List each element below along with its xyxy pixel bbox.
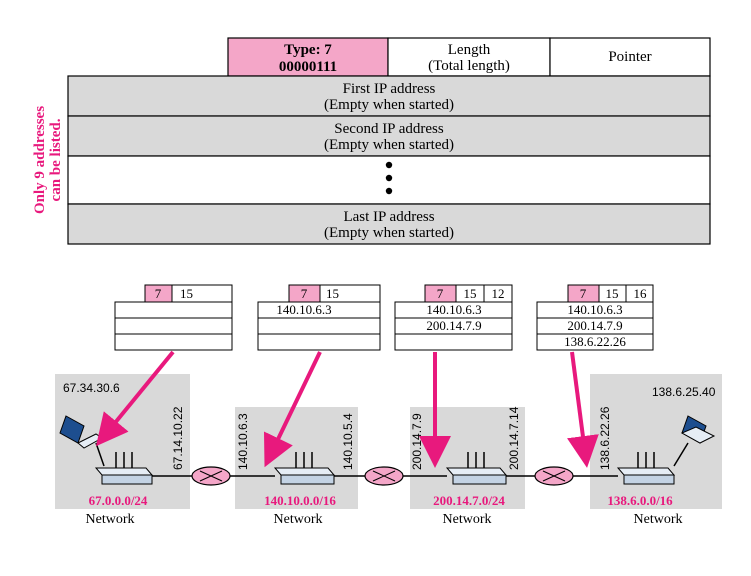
snapshot-type: 7	[580, 286, 587, 301]
switch-icon	[445, 452, 508, 485]
interface-address: 200.14.7.14	[507, 406, 521, 470]
interface-address: 140.10.5.4	[341, 413, 355, 470]
snapshot-length: 15	[180, 286, 193, 301]
type-field-label: Type: 7	[284, 42, 332, 58]
side-note: can be listed.	[48, 118, 64, 201]
option-snapshot: 7 15	[114, 284, 233, 351]
type-field-code: 00000111	[279, 59, 337, 75]
snapshot-length: 15	[464, 286, 477, 301]
snapshot-length: 15	[606, 286, 619, 301]
address-slot-title: Second IP address	[334, 121, 444, 137]
arrow-icon	[567, 351, 599, 468]
snapshot-length: 15	[326, 286, 339, 301]
network-prefix: 200.14.7.0/24	[433, 493, 505, 508]
snapshot-pointer: 16	[634, 286, 648, 301]
snapshot-entry: 200.14.7.9	[426, 318, 481, 333]
network-label: Network	[86, 512, 135, 527]
option-format: Type: 7 00000111 Length (Total length) P…	[32, 37, 711, 245]
network-prefix: 140.10.0.0/16	[264, 493, 336, 508]
network-label: Network	[634, 512, 683, 527]
snapshot-pointer: 12	[492, 286, 505, 301]
side-note: Only 9 addresses	[32, 106, 48, 214]
switch-icon	[273, 452, 336, 485]
network-prefix: 67.0.0.0/24	[89, 493, 148, 508]
address-slot-last	[67, 203, 711, 245]
option-snapshot: 7 15 140.10.6.3	[257, 284, 381, 351]
interface-address: 140.10.6.3	[236, 413, 250, 470]
snapshot-entry: 140.10.6.3	[567, 302, 622, 317]
length-field-label: Length	[448, 42, 491, 58]
router-icon	[191, 466, 231, 486]
snapshot-type: 7	[155, 286, 162, 301]
interface-address: 138.6.22.26	[598, 406, 612, 470]
snapshot-entry: 140.10.6.3	[276, 302, 331, 317]
option-snapshot: 7 15 16 140.10.6.3 200.14.7.9 138.6.22.2…	[536, 284, 654, 351]
pointer-field-label: Pointer	[608, 49, 651, 65]
length-field-sub: (Total length)	[428, 58, 510, 74]
address-slot-first	[67, 75, 711, 117]
ellipsis-dot	[385, 174, 393, 182]
pointer-field	[549, 37, 711, 77]
network-label: Network	[443, 512, 492, 527]
arrow-icon	[263, 351, 322, 468]
snapshot-entry: 140.10.6.3	[426, 302, 481, 317]
snapshot-entry: 200.14.7.9	[567, 318, 622, 333]
router-icon	[364, 466, 404, 486]
snapshot-type: 7	[437, 286, 444, 301]
switch-icon	[616, 452, 676, 485]
snapshot-arrows	[95, 350, 599, 468]
interface-address: 200.14.7.9	[410, 413, 424, 470]
address-slot-note: (Empty when started)	[324, 97, 454, 113]
network-prefix: 138.6.0.0/16	[607, 493, 673, 508]
snapshot-entry: 138.6.22.26	[564, 334, 626, 349]
network-links	[95, 442, 689, 477]
switch-icon	[94, 452, 154, 485]
router-icon	[534, 466, 574, 486]
length-field	[387, 37, 551, 77]
source-host-address: 67.34.30.6	[63, 381, 120, 395]
ellipsis-dot	[385, 161, 393, 169]
address-slot-title: Last IP address	[343, 209, 434, 225]
interface-address: 67.14.10.22	[171, 406, 185, 470]
arrow-icon	[95, 350, 175, 447]
laptop-icon	[680, 415, 716, 444]
network-label: Network	[274, 512, 323, 527]
address-slot-note: (Empty when started)	[324, 137, 454, 153]
option-snapshot: 7 15 12 140.10.6.3 200.14.7.9	[394, 284, 513, 351]
destination-host-address: 138.6.25.40	[652, 385, 716, 399]
type-field	[227, 37, 389, 77]
address-slot-title: First IP address	[343, 81, 436, 97]
ellipsis-dot	[385, 187, 393, 195]
address-slot-note: (Empty when started)	[324, 225, 454, 241]
snapshot-type: 7	[301, 286, 308, 301]
